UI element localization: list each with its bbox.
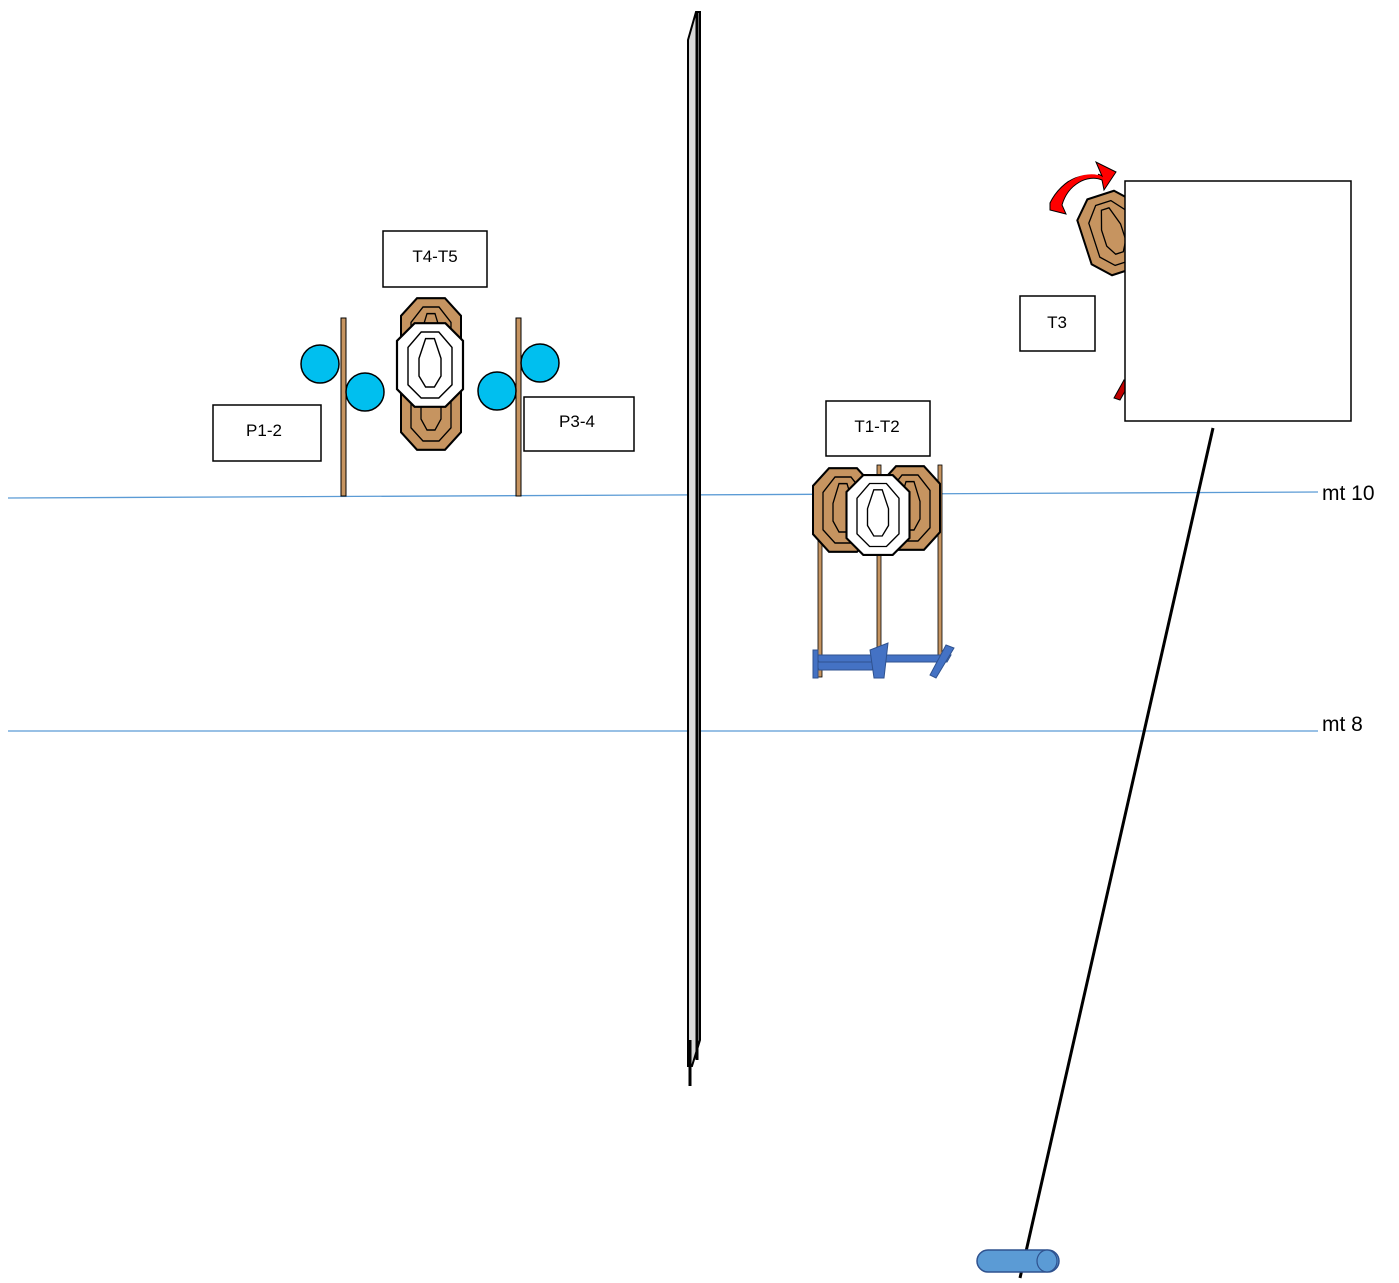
popper-icon <box>520 343 560 383</box>
label-t3: T3 <box>1019 295 1096 352</box>
label-p1-2: P1-2 <box>212 404 322 462</box>
popper-icon <box>477 371 517 411</box>
distance-label-8m: mt 8 <box>1322 713 1363 736</box>
svg-text:T3: T3 <box>1047 313 1067 332</box>
swing-arrow-icon <box>1049 160 1117 215</box>
svg-text:T1-T2: T1-T2 <box>854 417 899 436</box>
fault-line <box>1018 427 1215 1279</box>
post-right <box>515 317 522 497</box>
barrel-icon <box>976 1249 1060 1273</box>
distance-line-10m <box>7 491 1319 499</box>
svg-text:P1-2: P1-2 <box>246 421 282 440</box>
distance-label-10m: mt 10 <box>1322 482 1375 505</box>
center-wall <box>687 11 701 1086</box>
svg-text:T4-T5: T4-T5 <box>412 247 457 266</box>
target-group-t4-t5 <box>395 297 465 451</box>
popper-icon <box>345 372 385 412</box>
target-stand <box>812 464 955 679</box>
popper-icon <box>300 344 340 384</box>
no-shoot-target-icon <box>395 322 465 408</box>
no-shoot-target-icon <box>845 474 911 556</box>
target-group-t1-t2 <box>811 465 942 556</box>
label-p3-4: P3-4 <box>523 396 635 452</box>
post-left <box>340 317 347 497</box>
wall-block <box>1124 180 1352 422</box>
svg-text:P3-4: P3-4 <box>559 412 595 431</box>
label-t4-t5: T4-T5 <box>382 230 488 288</box>
label-t1-t2: T1-T2 <box>825 400 931 457</box>
